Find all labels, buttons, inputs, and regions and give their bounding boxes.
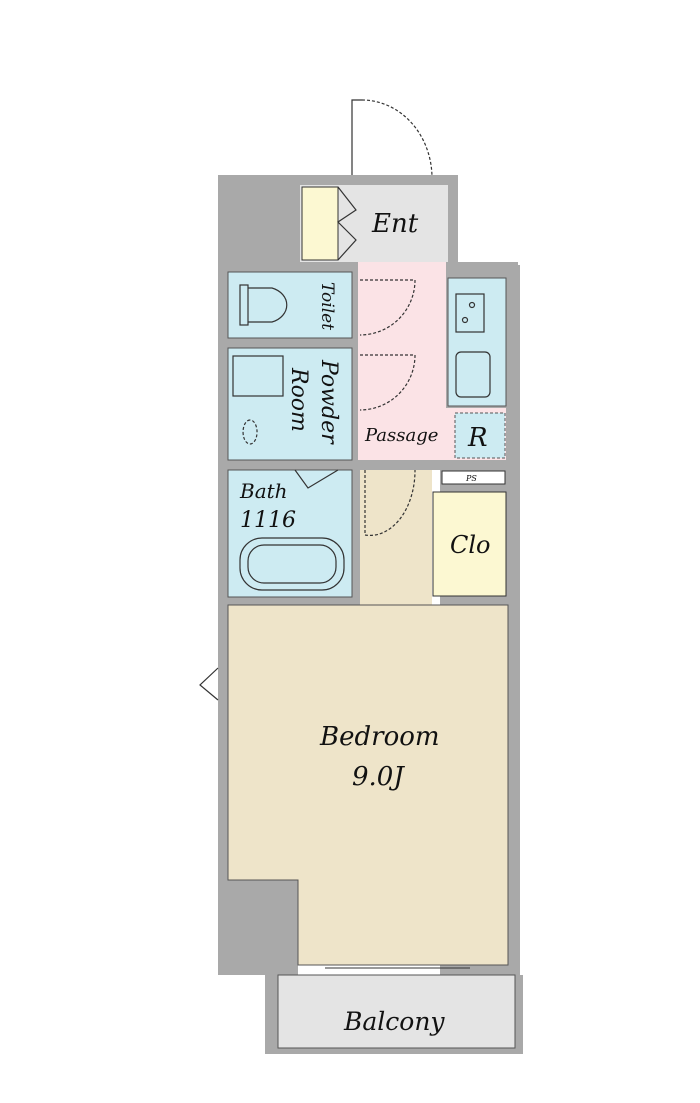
label-bedroom-size: 9.0J: [352, 762, 405, 792]
sink-icon: [455, 351, 491, 398]
window-icon: [199, 667, 219, 701]
label-bath-size: 1116: [240, 508, 296, 533]
bedroom-door: [364, 469, 416, 536]
refrigerator-space: [454, 412, 506, 459]
shoe-cabinet: [301, 186, 339, 261]
toilet-door: [359, 279, 416, 336]
label-closet: Clo: [450, 531, 491, 559]
powder-room: [227, 347, 353, 461]
bath-room: [227, 469, 353, 598]
bedroom-floor: [227, 604, 509, 966]
passage-floor: [358, 262, 446, 460]
toilet-room: [227, 271, 353, 339]
toilet-fixture-icon: [239, 284, 288, 326]
label-passage: Passage: [364, 425, 438, 446]
label-bath: Bath: [239, 479, 288, 503]
kitchen: [447, 277, 507, 407]
bathtub-icon: [239, 537, 345, 591]
powder-door: [359, 354, 416, 411]
pipe-space: [441, 470, 506, 485]
label-powder: Powder: [316, 359, 341, 445]
label-refrigerator: R: [467, 423, 488, 453]
label-bedroom: Bedroom: [319, 722, 440, 752]
balcony-floor: [277, 974, 516, 1049]
label-balcony: Balcony: [343, 1007, 445, 1036]
entry-door: [351, 99, 433, 179]
closet: [432, 491, 507, 597]
bath-door: [294, 469, 339, 489]
label-ent: Ent: [371, 209, 419, 239]
label-toilet: Toilet: [317, 282, 337, 330]
bedroom-hall: [360, 470, 432, 610]
washbasin-icon: [232, 355, 284, 445]
stove-icon: [455, 293, 485, 333]
label-room: Room: [286, 367, 311, 432]
label-ps: PS: [465, 474, 477, 483]
